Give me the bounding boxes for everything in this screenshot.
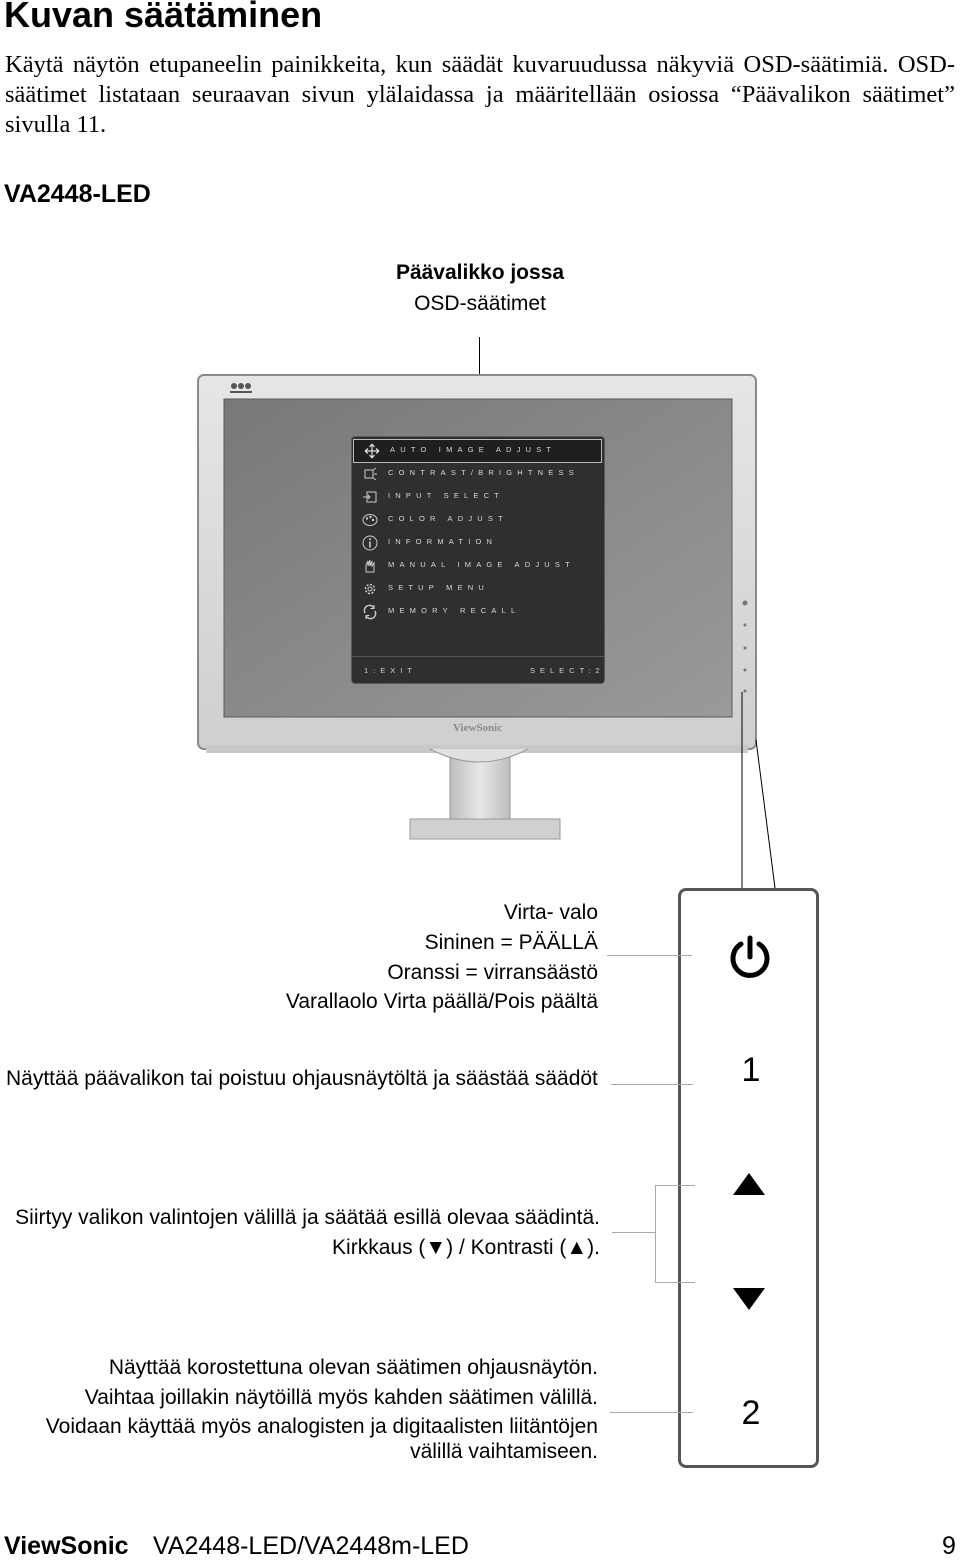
monitor-brand-logo: ViewSonic: [453, 722, 503, 734]
osd-item-setup-menu[interactable]: SETUP MENU: [352, 578, 604, 600]
button-2-description-3: Voidaan käyttää myös analogisten ja digi…: [45, 1415, 598, 1438]
osd-main-menu: AUTO IMAGE ADJUST CONTRAST/BRIGHTNESS IN…: [351, 436, 605, 684]
main-menu-callout-subtitle: OSD-säätimet: [414, 292, 546, 315]
model-heading: VA2448-LED: [4, 180, 151, 208]
button-2-description-4: välillä vaihtamiseen.: [410, 1440, 598, 1463]
power-light-title: Virta- valo: [503, 901, 598, 924]
power-icon[interactable]: [727, 935, 773, 981]
osd-item-label: MEMORY RECALL: [388, 606, 521, 615]
osd-item-memory-recall[interactable]: MEMORY RECALL: [352, 601, 604, 623]
osd-item-label: INFORMATION: [388, 537, 498, 546]
osd-item-auto-image-adjust[interactable]: AUTO IMAGE ADJUST: [353, 439, 602, 463]
osd-item-label: INPUT SELECT: [388, 491, 505, 500]
power-light-orange: Oranssi = virransäästö: [387, 961, 598, 984]
manual-adjust-icon: [365, 559, 375, 573]
memory-recall-icon: [363, 604, 377, 620]
page-number: 9: [942, 1532, 956, 1560]
osd-item-input-select[interactable]: INPUT SELECT: [352, 486, 604, 508]
osd-exit-hint[interactable]: 1:EXIT: [364, 666, 417, 675]
power-leader-line: [607, 955, 692, 956]
button-2[interactable]: 2: [741, 1394, 761, 1432]
osd-item-contrast-brightness[interactable]: CONTRAST/BRIGHTNESS: [352, 463, 604, 485]
arrows-brightness-contrast: Kirkkaus (▼) / Kontrasti (▲).: [332, 1236, 600, 1259]
arrows-description: Siirtyy valikon valintojen välillä ja sä…: [15, 1206, 600, 1229]
osd-item-label: AUTO IMAGE ADJUST: [390, 445, 557, 454]
button-2-description-1: Näyttää korostettuna olevan säätimen ohj…: [108, 1356, 598, 1379]
power-light-blue: Sininen = PÄÄLLÄ: [424, 931, 598, 954]
button-2-leader-line: [610, 1412, 693, 1413]
contrast-brightness-icon: [364, 467, 377, 481]
auto-adjust-icon: [364, 443, 380, 459]
setup-menu-icon: [364, 583, 376, 595]
down-arrow-icon[interactable]: [731, 1286, 767, 1312]
color-adjust-icon: [362, 514, 378, 526]
osd-item-label: CONTRAST/BRIGHTNESS: [388, 468, 579, 477]
input-select-icon: [363, 491, 377, 503]
osd-item-manual-image-adjust[interactable]: MANUAL IMAGE ADJUST: [352, 555, 604, 577]
osd-item-label: MANUAL IMAGE ADJUST: [388, 560, 575, 569]
up-arrow-icon[interactable]: [731, 1171, 767, 1197]
footer-model: VA2448-LED/VA2448m-LED: [153, 1532, 469, 1560]
button-1-leader-line: [611, 1084, 693, 1085]
zoom-leader-lines: [741, 692, 776, 889]
arrows-bracket: [655, 1185, 695, 1283]
osd-item-label: SETUP MENU: [388, 583, 490, 592]
button-1-description: Näyttää päävalikon tai poistuu ohjausnäy…: [6, 1067, 598, 1090]
osd-item-information[interactable]: INFORMATION: [352, 532, 604, 554]
main-menu-callout-title: Päävalikko jossa: [395, 261, 565, 284]
power-standby: Varallaolo Virta päällä/Pois päältä: [285, 990, 598, 1013]
footer-brand: ViewSonic: [4, 1532, 129, 1560]
osd-footer-bar: 1:EXIT SELECT:2: [352, 656, 604, 683]
osd-select-hint[interactable]: SELECT:2: [530, 666, 605, 675]
osd-item-color-adjust[interactable]: COLOR ADJUST: [352, 509, 604, 531]
button-1[interactable]: 1: [741, 1051, 761, 1089]
information-icon: [362, 535, 378, 551]
arrows-leader-line: [612, 1232, 655, 1233]
button-2-description-2: Vaihtaa joillakin näytöillä myös kahden …: [84, 1386, 598, 1409]
intro-paragraph: Käytä näytön etupaneelin painikkeita, ku…: [5, 51, 955, 138]
osd-item-label: COLOR ADJUST: [388, 514, 508, 523]
control-panel-closeup: 1 2: [678, 888, 819, 1468]
page-title: Kuvan säätäminen: [4, 0, 323, 35]
